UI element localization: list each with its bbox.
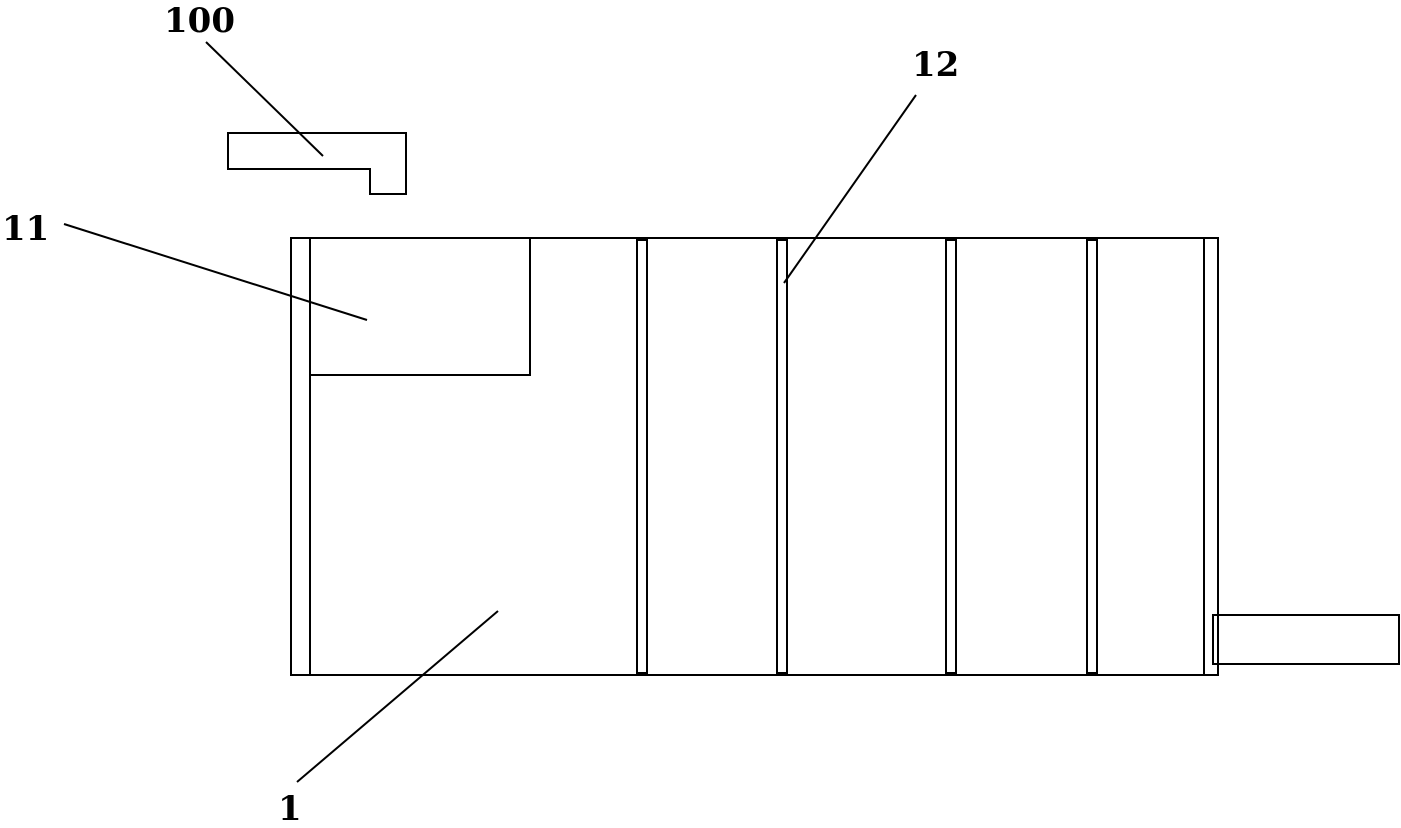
label-11: 11 (2, 209, 49, 249)
partition-plate-3 (945, 239, 957, 674)
leader-line-11 (63, 223, 368, 321)
label-1: 1 (278, 789, 302, 828)
outlet-pipe (1212, 614, 1400, 665)
partition-plate-2 (776, 239, 788, 674)
partition-plate-4 (1086, 239, 1098, 674)
component-100 (227, 132, 407, 195)
label-100: 100 (164, 1, 235, 41)
label-12: 12 (912, 45, 959, 85)
leader-line-100 (205, 41, 324, 157)
partition-plate-1 (636, 239, 648, 674)
component-11 (310, 238, 531, 376)
leader-line-1 (296, 610, 499, 783)
main-body-frame (290, 237, 1219, 676)
leader-line-12 (783, 94, 917, 284)
